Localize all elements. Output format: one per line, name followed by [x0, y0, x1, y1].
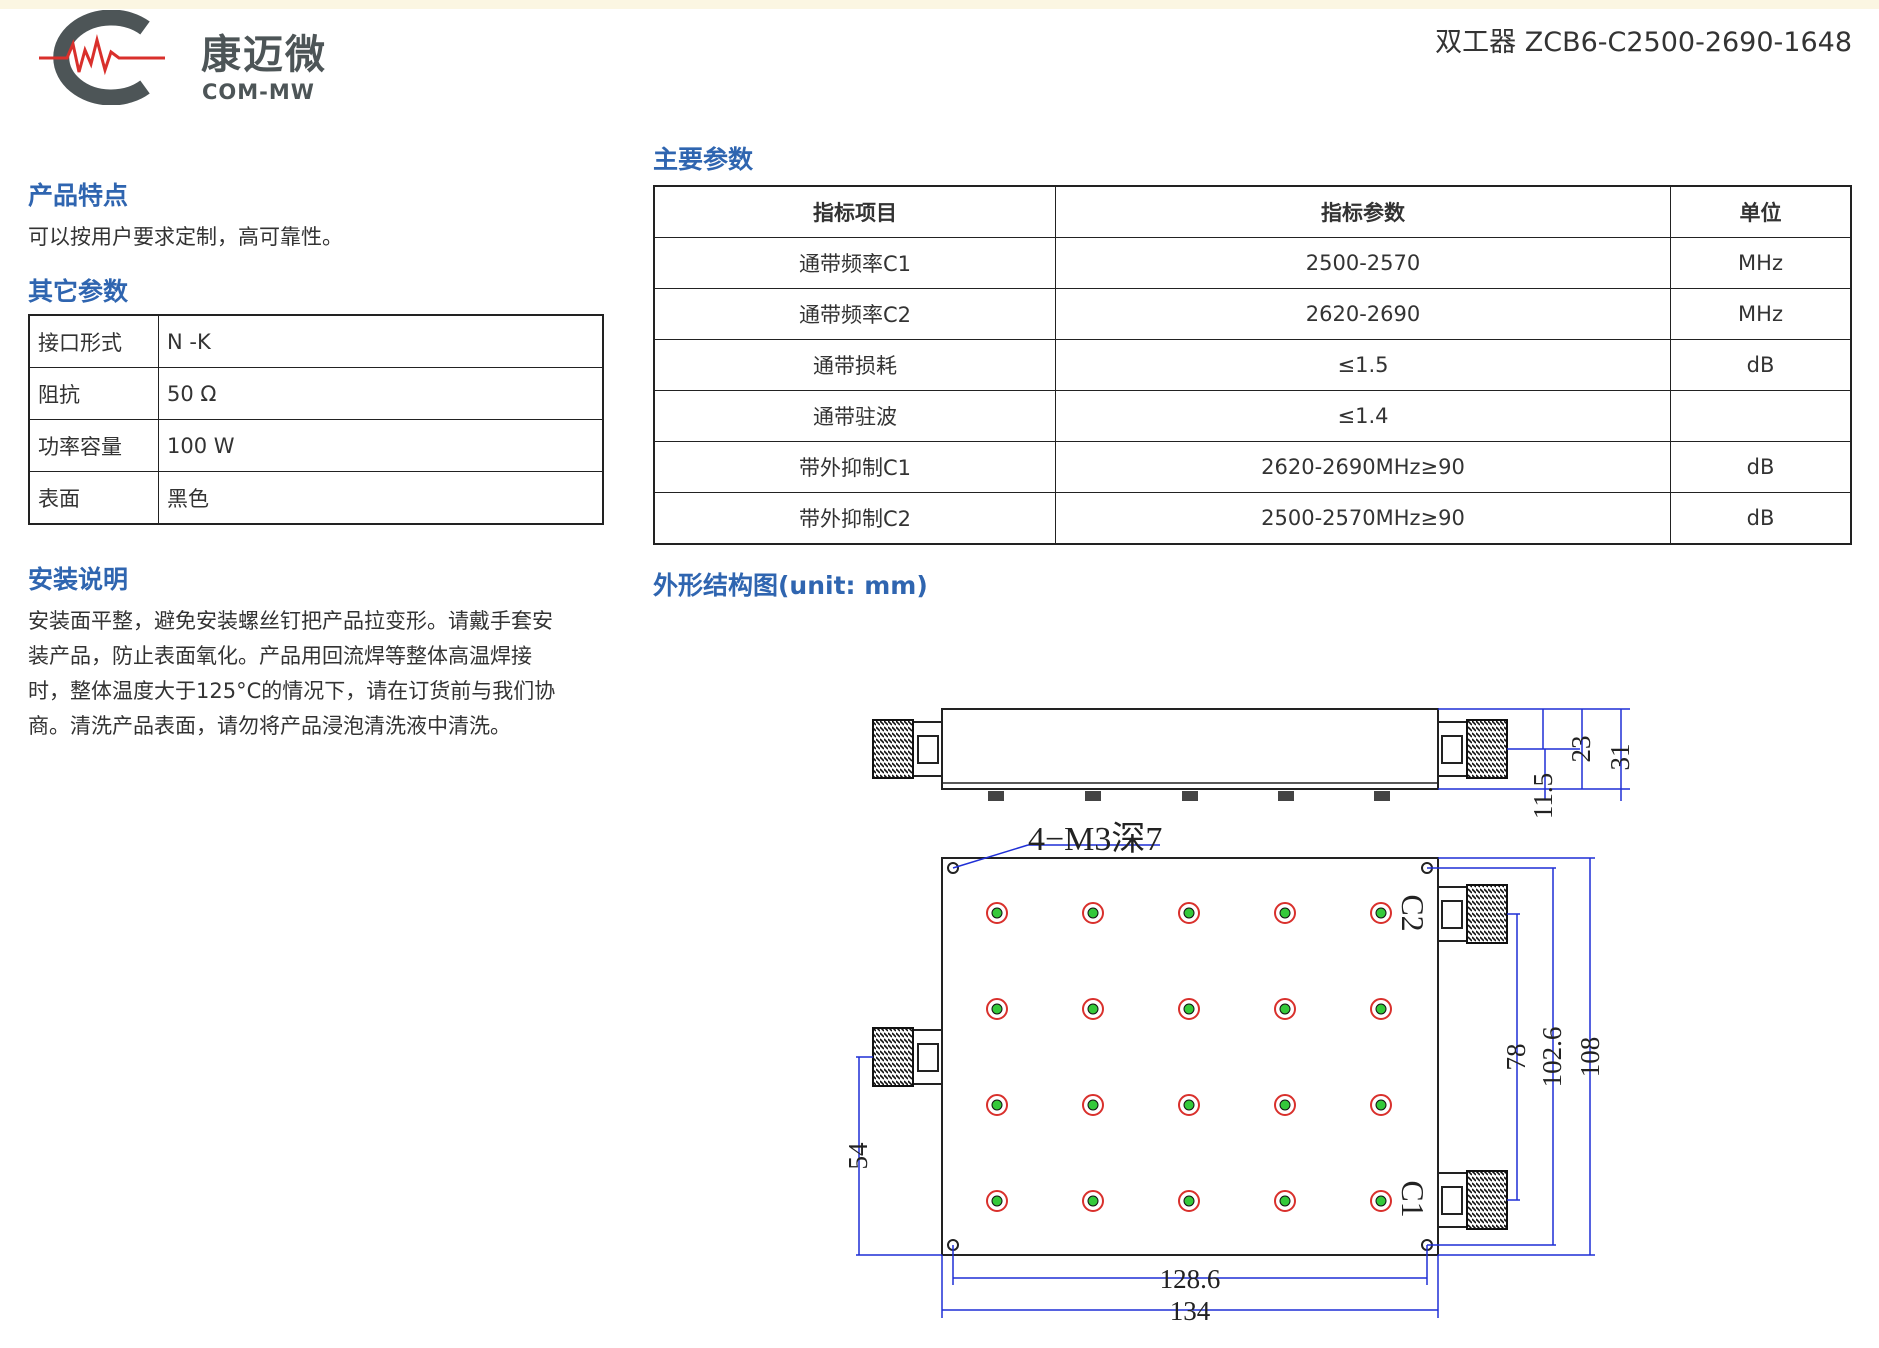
main-params-heading: 主要参数 [653, 145, 754, 174]
table-cell: 通带频率C1 [653, 237, 1056, 289]
table-row: 接口形式 N -K [28, 314, 604, 368]
table-cell: 带外抑制C2 [653, 492, 1056, 545]
table-cell: MHz [1670, 237, 1852, 289]
param-value: N -K [158, 314, 604, 368]
table-cell: dB [1670, 339, 1852, 391]
brand-name-en: COM-MW [202, 80, 315, 104]
dim-128-6-label: 128.6 [1160, 1264, 1221, 1294]
table-row: 通带驻波 ≤1.4 [653, 390, 1852, 442]
param-key: 接口形式 [28, 314, 159, 368]
table-row: 阻抗 50 Ω [28, 367, 604, 420]
features-heading: 产品特点 [28, 181, 129, 210]
install-heading: 安装说明 [28, 565, 129, 594]
dim-134-label: 134 [1170, 1296, 1211, 1326]
other-params-heading: 其它参数 [28, 277, 129, 306]
table-row: 带外抑制C2 2500-2570MHz≥90 dB [653, 492, 1852, 545]
install-line: 装产品，防止表面氧化。产品用回流焊等整体高温焊接 [28, 644, 532, 668]
param-key: 阻抗 [28, 367, 159, 420]
param-key: 功率容量 [28, 419, 159, 472]
side-view-dimensions [1438, 708, 1630, 801]
param-value: 50 Ω [158, 367, 604, 420]
brand-logo: 康迈微 COM-MW [27, 9, 327, 106]
drawing-heading: 外形结构图(unit: mm) [653, 571, 928, 600]
param-value: 100 W [158, 419, 604, 472]
table-cell: 2500-2570MHz≥90 [1055, 492, 1671, 545]
table-cell: ≤1.5 [1055, 339, 1671, 391]
table-cell: 通带驻波 [653, 390, 1056, 442]
table-row: 表面 黑色 [28, 471, 604, 525]
table-cell: ≤1.4 [1055, 390, 1671, 442]
dim-102-6-label: 102.6 [1537, 1027, 1567, 1088]
dim-11-5-label: 11.5 [1528, 773, 1558, 819]
dim-78-label: 78 [1501, 1044, 1531, 1071]
port-c1-label: C1 [1395, 1180, 1431, 1217]
dim-23-label: 23 [1566, 736, 1596, 763]
table-row: 功率容量 100 W [28, 419, 604, 472]
holes-label: 4−M3深7 [1028, 821, 1162, 858]
param-value: 黑色 [158, 471, 604, 525]
table-row: 通带频率C1 2500-2570 MHz [653, 237, 1852, 289]
logo-mark-icon [39, 9, 165, 106]
table-cell: 通带频率C2 [653, 288, 1056, 340]
front-view [872, 844, 1508, 1256]
table-row: 通带频率C2 2620-2690 MHz [653, 288, 1852, 340]
document-title: 双工器 ZCB6-C2500-2690-1648 [1435, 27, 1852, 58]
install-line: 时，整体温度大于125°C的情况下，请在订货前与我们协 [28, 679, 556, 703]
side-view [872, 708, 1508, 801]
table-cell: MHz [1670, 288, 1852, 340]
table-cell: 带外抑制C1 [653, 441, 1056, 493]
dim-54-label: 54 [843, 1142, 873, 1170]
param-key: 表面 [28, 471, 159, 525]
table-cell: 2500-2570 [1055, 237, 1671, 289]
port-c2-label: C2 [1395, 894, 1431, 931]
other-params-table: 接口形式 N -K 阻抗 50 Ω 功率容量 100 W 表面 黑色 [28, 314, 604, 525]
brand-name-cn: 康迈微 [201, 32, 327, 78]
table-row: 通带损耗 ≤1.5 dB [653, 339, 1852, 391]
dim-108-label: 108 [1575, 1037, 1605, 1078]
table-cell [1670, 390, 1852, 442]
table-row: 带外抑制C1 2620-2690MHz≥90 dB [653, 441, 1852, 493]
column-header: 指标参数 [1055, 185, 1671, 238]
install-line: 安装面平整，避免安装螺丝钉把产品拉变形。请戴手套安 [28, 609, 553, 633]
main-params-table: 指标项目 指标参数 单位 通带频率C1 2500-2570 MHz 通带频率C2… [653, 185, 1852, 545]
outline-drawing: 4−M3深7 C2 C1 11.5 23 31 78 102.6 108 54 … [843, 708, 1630, 1326]
table-header-row: 指标项目 指标参数 单位 [653, 185, 1852, 238]
front-view-dimensions [856, 857, 1595, 1318]
install-line: 商。清洗产品表面，请勿将产品浸泡清洗液中清洗。 [28, 714, 511, 738]
top-bar [0, 0, 1879, 9]
table-cell: dB [1670, 441, 1852, 493]
features-text: 可以按用户要求定制，高可靠性。 [28, 225, 343, 249]
column-header: 单位 [1670, 185, 1852, 238]
column-header: 指标项目 [653, 185, 1056, 238]
table-cell: 2620-2690 [1055, 288, 1671, 340]
table-cell: 2620-2690MHz≥90 [1055, 441, 1671, 493]
table-cell: dB [1670, 492, 1852, 545]
dim-31-label: 31 [1605, 744, 1630, 771]
table-cell: 通带损耗 [653, 339, 1056, 391]
